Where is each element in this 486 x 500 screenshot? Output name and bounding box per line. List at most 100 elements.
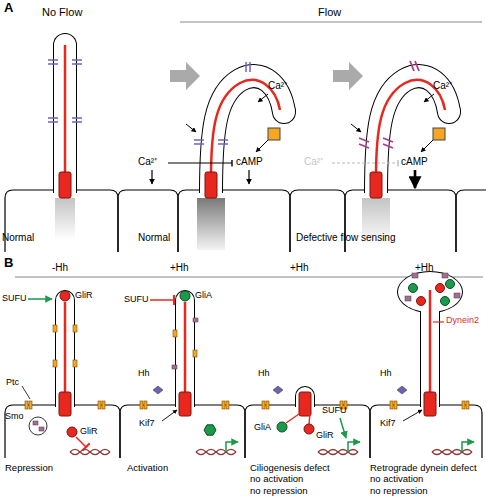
ion-arrow: [258, 94, 268, 102]
dna-helix: [70, 450, 110, 455]
ptc-receptor: [222, 401, 225, 409]
panel-caption: Repression: [5, 462, 120, 473]
cilium: [176, 300, 194, 407]
bulged-cilium: [397, 271, 463, 416]
smo-protein: [33, 421, 38, 425]
glir-protein: [60, 291, 70, 301]
transcription-arrow: [348, 442, 360, 452]
transcription-arrow: [226, 442, 238, 452]
ion-label: Ca²⁺: [433, 80, 452, 92]
dna-helix: [432, 450, 472, 455]
transcription-arrow: [462, 442, 474, 452]
cell-outline: [456, 190, 486, 252]
ptc-receptor: [53, 325, 57, 332]
cilium: [64, 302, 67, 396]
dna-helix: [318, 450, 358, 455]
channel-symbol: [246, 62, 250, 72]
accumulated-proteins: [442, 273, 448, 278]
channel-symbol: [48, 60, 82, 122]
accumulated-proteins: [417, 297, 426, 306]
ptc-receptor: [466, 401, 469, 409]
protein-label: Hh: [380, 368, 392, 378]
dna-helix: [318, 450, 358, 455]
panel-caption: Normal: [138, 232, 278, 244]
flow-arrow: [170, 62, 200, 90]
cell-panel: Defective flow sensing: [290, 196, 486, 244]
glir-protein: [67, 427, 77, 437]
dna-helix: [432, 450, 472, 455]
panel-caption: Activation: [127, 462, 242, 473]
cilium: [55, 290, 75, 416]
activation-arrow: [340, 418, 346, 438]
cilium: [184, 302, 187, 396]
glia-protein: [180, 291, 190, 301]
ptc-receptor: [140, 330, 229, 409]
dna-helix: [70, 450, 110, 455]
cilium-stump: [299, 392, 311, 416]
column-header: +Hh: [170, 262, 189, 274]
protein-label: Hh: [138, 368, 150, 378]
cytoplasm-shade: [197, 198, 225, 250]
protein-label: Hh: [258, 368, 270, 378]
cilium: [376, 76, 449, 193]
ion-label: Ca²⁺: [268, 80, 287, 92]
ptc-receptor: [390, 401, 469, 409]
defective-channel-symbol: [359, 138, 393, 148]
ion-arrow: [186, 124, 196, 132]
channel-symbol: [194, 62, 250, 144]
cilium: [211, 76, 284, 193]
protein-label: GliA: [195, 290, 212, 300]
ptc-receptor: [73, 325, 77, 332]
column-header: +Hh: [290, 262, 309, 274]
glir-protein: [304, 424, 314, 434]
smo-protein: [39, 427, 44, 431]
accumulated-proteins: [412, 273, 418, 278]
cilium: [179, 392, 191, 416]
panel-caption: Normal: [2, 232, 118, 244]
leader-arrow: [162, 410, 177, 421]
ptc-receptor: [262, 401, 265, 409]
cell-panel: Repression: [0, 462, 120, 498]
dna-helix: [196, 450, 236, 455]
cell-outline: [5, 405, 482, 458]
cell-outline: [5, 190, 486, 252]
bulged-cilium: [429, 290, 432, 396]
cell-panel: Activation: [122, 462, 242, 498]
protein-label: Kif7: [380, 418, 396, 428]
flow-arrow: [333, 62, 363, 90]
header-rule: [180, 22, 482, 23]
column-header: No Flow: [42, 6, 82, 19]
bulged-cilium: [424, 392, 436, 416]
ptc-receptor: [25, 325, 105, 409]
ion-label: Ca²⁺: [304, 156, 323, 168]
cilium: [205, 172, 217, 198]
adenylyl-cyclase: [433, 128, 445, 140]
smo-protein: [193, 318, 198, 322]
protein-label: SUFU: [2, 293, 27, 303]
cilium: [64, 45, 67, 178]
cilium: [55, 300, 75, 407]
panel-letter: B: [4, 256, 13, 271]
inhibition-line: [150, 299, 174, 301]
activation-arrow: [28, 298, 52, 300]
ptc-receptor: [193, 350, 197, 357]
ion-arrow: [351, 124, 361, 132]
protein-label: GliA: [254, 422, 271, 432]
ion-arrow: [424, 94, 434, 102]
cilium: [175, 300, 195, 407]
column-header: Flow: [318, 6, 341, 19]
leader-line: [22, 386, 30, 399]
panel-caption: no activation no repression: [370, 473, 432, 496]
panel-caption: Ciliogenesis defect: [250, 462, 367, 473]
protein-label: Dynein2: [446, 315, 479, 325]
ptc-receptor: [73, 360, 77, 367]
accumulated-proteins: [405, 296, 411, 301]
column-header: +Hh: [415, 262, 434, 274]
inhibition-line: [332, 163, 398, 164]
protein-label: GliR: [80, 426, 98, 436]
leader-line: [433, 321, 444, 322]
dna-helix: [432, 450, 472, 455]
cilium: [205, 76, 296, 198]
channel-symbol: [194, 140, 228, 144]
